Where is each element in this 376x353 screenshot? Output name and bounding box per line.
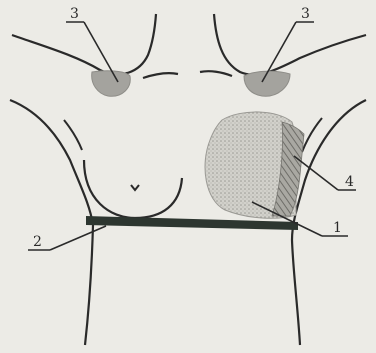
right-shoulder-outline <box>214 14 366 75</box>
left-armpit-fold <box>64 120 82 150</box>
label-4: 4 <box>345 174 354 190</box>
right-axillary-zone <box>244 71 290 96</box>
leader-4 <box>294 156 338 190</box>
leader-2 <box>50 226 106 250</box>
label-2: 2 <box>33 234 42 250</box>
left-torso-outline <box>10 100 93 345</box>
left-nipple <box>131 185 139 190</box>
label-3-left: 3 <box>70 6 79 22</box>
left-axillary-zone <box>92 71 131 96</box>
right-clavicle-mark <box>200 71 232 76</box>
left-clavicle-mark <box>143 73 178 78</box>
label-3-right: 3 <box>301 6 310 22</box>
label-1: 1 <box>333 220 342 236</box>
